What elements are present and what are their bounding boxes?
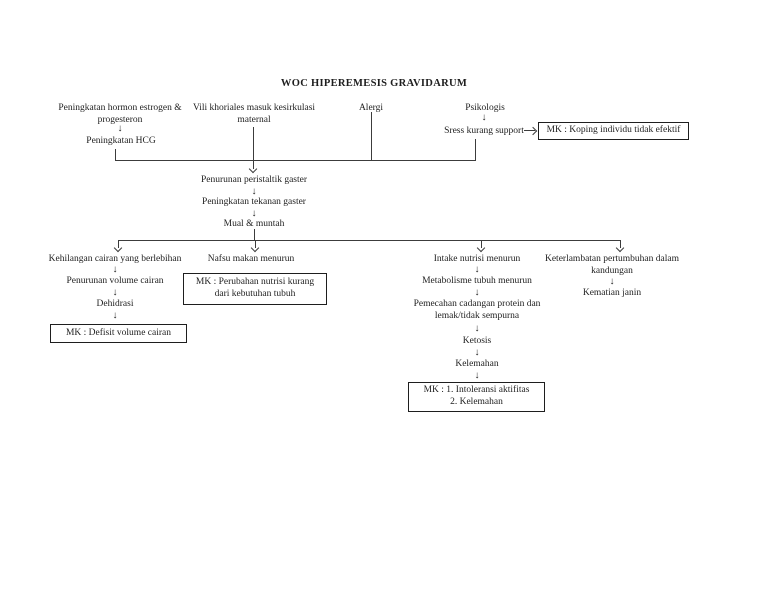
- node-text-line: maternal: [237, 114, 271, 125]
- box-text-line: MK : Defisit volume cairan: [65, 327, 171, 338]
- down-arrow-icon: ↓: [251, 186, 257, 197]
- down-arrow-icon: ↓: [112, 287, 118, 298]
- node-nafsu-makan: Nafsu makan menurun: [207, 254, 295, 264]
- connector-alergi-down: [371, 112, 372, 160]
- down-arrow-icon: ↓: [251, 208, 257, 219]
- node-text-line: Vili khoriales masuk kesirkulasi: [192, 103, 316, 113]
- node-stress-kurang-support: Sress kurang support: [444, 126, 524, 136]
- node-mual-muntah: Mual & muntah: [223, 219, 285, 229]
- arrow-down-icon: [250, 243, 260, 253]
- node-psikologis: Psikologis: [465, 103, 505, 113]
- node-kelemahan: Kelemahan: [455, 359, 499, 369]
- node-kematian-janin: Kematian janin: [582, 288, 642, 298]
- node-intake-nutrisi: Intake nutrisi menurun: [433, 254, 521, 264]
- node-text-line: lemak/tidak sempurna: [434, 310, 520, 321]
- node-keterlambatan: Keterlambatan pertumbuhan dalam kandunga…: [532, 254, 692, 277]
- arrow-down-icon: [248, 164, 258, 174]
- connector-mual-down: [254, 229, 255, 240]
- diagnosis-box-intoleransi: MK : 1. Intoleransi aktifitas 2. Kelemah…: [408, 382, 545, 412]
- down-arrow-icon: ↓: [474, 370, 480, 381]
- down-arrow-icon: ↓: [117, 123, 123, 134]
- down-arrow-icon: ↓: [112, 264, 118, 275]
- node-penurunan-volume: Penurunan volume cairan: [66, 276, 164, 286]
- down-arrow-icon: ↓: [474, 347, 480, 358]
- down-arrow-icon: ↓: [474, 323, 480, 334]
- node-text-line: Pemecahan cadangan protein dan: [413, 299, 541, 309]
- node-text-line: kandungan: [591, 265, 633, 276]
- node-text-line: Keterlambatan pertumbuhan dalam: [544, 254, 679, 264]
- branch-stub-d: [620, 240, 621, 248]
- connector-hcg-down: [115, 149, 116, 160]
- node-kehilangan-cairan: Kehilangan cairan yang berlebihan: [48, 254, 182, 264]
- box-text-line: MK : Perubahan nutrisi kurang: [195, 277, 315, 288]
- node-dehidrasi: Dehidrasi: [96, 299, 134, 309]
- node-estrogen: Peningkatan hormon estrogen & progestero…: [48, 103, 192, 126]
- node-text-line: Peningkatan hormon estrogen &: [58, 103, 182, 113]
- node-pemecahan-cadangan: Pemecahan cadangan protein dan lemak/tid…: [397, 299, 557, 322]
- box-text-line: dari kebutuhan tubuh: [214, 289, 296, 299]
- node-ketosis: Ketosis: [462, 336, 492, 346]
- branch-line: [118, 240, 621, 241]
- node-vili-khoriales: Vili khoriales masuk kesirkulasi materna…: [182, 103, 326, 126]
- diagnosis-box-nutrisi: MK : Perubahan nutrisi kurang dari kebut…: [183, 273, 327, 305]
- down-arrow-icon: ↓: [481, 112, 487, 123]
- node-peristaltik: Penurunan peristaltik gaster: [200, 175, 308, 185]
- node-text-line: progesteron: [97, 114, 143, 125]
- merge-line-top: [115, 160, 476, 161]
- node-tekanan-gaster: Peningkatan tekanan gaster: [202, 197, 306, 207]
- node-metabolisme: Metabolisme tubuh menurun: [422, 276, 532, 286]
- page-title: WOC HIPEREMESIS GRAVIDARUM: [280, 78, 468, 89]
- down-arrow-icon: ↓: [609, 276, 615, 287]
- connector-stress-down: [475, 139, 476, 160]
- down-arrow-icon: ↓: [112, 310, 118, 321]
- connector-stress-to-koping: [524, 130, 535, 131]
- down-arrow-icon: ↓: [474, 264, 480, 275]
- diagnosis-box-koping: MK : Koping individu tidak efektif: [538, 122, 689, 140]
- arrow-down-icon: [113, 243, 123, 253]
- node-peningkatan-hcg: Peningkatan HCG: [86, 136, 156, 146]
- down-arrow-icon: ↓: [474, 287, 480, 298]
- box-text-line: MK : Koping individu tidak efektif: [546, 125, 681, 136]
- box-text-line: 2. Kelemahan: [450, 397, 503, 407]
- box-text-line: MK : 1. Intoleransi aktifitas: [423, 385, 530, 396]
- branch-stub-c: [481, 240, 482, 248]
- branch-stub-b: [255, 240, 256, 248]
- node-alergi: Alergi: [358, 103, 384, 113]
- branch-stub-a: [118, 240, 119, 248]
- arrow-down-icon: [476, 243, 486, 253]
- connector-vili-down: [253, 127, 254, 169]
- diagnosis-box-defisit: MK : Defisit volume cairan: [50, 324, 187, 343]
- arrow-down-icon: [615, 243, 625, 253]
